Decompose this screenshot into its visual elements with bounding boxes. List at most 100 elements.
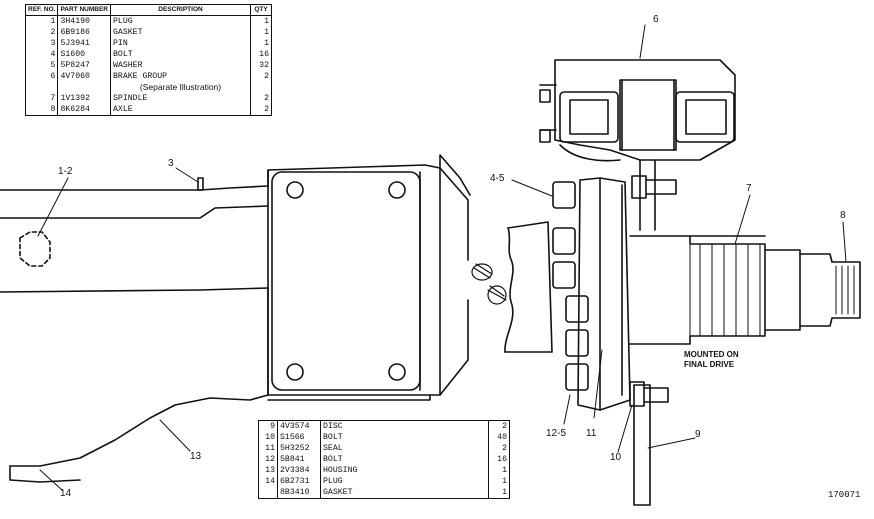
description-cell: DISC bbox=[320, 421, 489, 432]
ref-no-cell: 6 bbox=[26, 71, 59, 82]
leader-lines bbox=[37, 24, 847, 491]
part-number-cell bbox=[57, 82, 111, 93]
brake-group bbox=[539, 59, 736, 231]
qty-cell: 16 bbox=[259, 50, 269, 59]
bolt-stack-left bbox=[552, 181, 589, 391]
ref-no-cell: 4 bbox=[26, 49, 59, 60]
callout-8: 8 bbox=[840, 210, 846, 221]
qty-cell: 40 bbox=[497, 433, 507, 442]
part-number-cell: 8B3410 bbox=[277, 487, 321, 498]
brake-studs bbox=[539, 89, 551, 143]
pin-part bbox=[197, 177, 204, 191]
callout-4-5: 4-5 bbox=[490, 173, 505, 184]
part-number-cell: 4V7060 bbox=[57, 71, 111, 82]
part-number-cell: 5H3252 bbox=[277, 443, 321, 454]
callout-10: 10 bbox=[610, 452, 622, 463]
part-number-cell: 5B841 bbox=[277, 454, 321, 465]
flange-bolt-heads bbox=[286, 181, 406, 381]
qty-cell: 2 bbox=[264, 94, 269, 103]
qty-cell: 2 bbox=[264, 72, 269, 81]
qty-cell: 1 bbox=[264, 17, 269, 26]
description-cell: HOUSING bbox=[320, 465, 489, 476]
description-cell: PLUG bbox=[320, 476, 489, 487]
qty-cell: 1 bbox=[502, 488, 507, 497]
description-cell: BOLT bbox=[320, 454, 489, 465]
callout-3: 3 bbox=[168, 158, 174, 169]
qty-cell: 1 bbox=[264, 39, 269, 48]
ref-no-cell: 13 bbox=[259, 465, 278, 476]
ref-no-cell: 10 bbox=[259, 432, 278, 443]
description-cell: BOLT bbox=[320, 432, 489, 443]
qty-cell: 2 bbox=[264, 105, 269, 114]
qty-cell: 32 bbox=[259, 61, 269, 70]
qty-cell: 1 bbox=[502, 466, 507, 475]
part-number-cell: S1566 bbox=[277, 432, 321, 443]
ref-no-cell bbox=[26, 82, 59, 93]
part-number-cell: 6B9186 bbox=[57, 27, 111, 38]
callout-13: 13 bbox=[190, 451, 202, 462]
description-header: DESCRIPTION bbox=[110, 5, 251, 16]
description-cell: PLUG bbox=[110, 15, 251, 27]
qty-cell: 2 bbox=[502, 422, 507, 431]
ref-no-cell: 1 bbox=[26, 15, 59, 27]
callout-14: 14 bbox=[60, 488, 72, 499]
part-number-cell: S1600 bbox=[57, 49, 111, 60]
ref-no-cell: 7 bbox=[26, 93, 59, 104]
description-cell: BRAKE GROUP bbox=[110, 71, 251, 82]
description-cell: GASKET bbox=[320, 487, 489, 498]
housing-flange bbox=[267, 167, 469, 396]
description-cell: SPINDLE bbox=[110, 93, 251, 104]
mounted-note-line2: FINAL DRIVE bbox=[684, 360, 735, 369]
ref-no-cell bbox=[259, 487, 278, 498]
description-cell: SEAL bbox=[320, 443, 489, 454]
part-number-cell: 2V3384 bbox=[277, 465, 321, 476]
description-cell: BOLT bbox=[110, 49, 251, 60]
parts-note-row: (Separate Illustration) bbox=[26, 82, 271, 93]
break-hatches bbox=[471, 263, 507, 305]
upper-bolt bbox=[631, 175, 677, 199]
callout-7: 7 bbox=[746, 183, 752, 194]
callout-1-2: 1-2 bbox=[58, 166, 73, 177]
spindle-body bbox=[629, 235, 801, 345]
qty-cell: 2 bbox=[502, 444, 507, 453]
part-number-cell: 5P8247 bbox=[57, 60, 111, 71]
ref-no-cell: 11 bbox=[259, 443, 278, 454]
qty-cell: 16 bbox=[497, 455, 507, 464]
ref-no-cell: 12 bbox=[259, 454, 278, 465]
part-number-cell: 6B2731 bbox=[277, 476, 321, 487]
part-number-cell: 1V1392 bbox=[57, 93, 111, 104]
qty-cell bbox=[251, 82, 272, 93]
callout-6: 6 bbox=[653, 14, 659, 25]
mounted-note-line1: MOUNTED ON bbox=[684, 350, 739, 359]
ref-no-cell: 3 bbox=[26, 38, 59, 49]
ref-no-cell: 8 bbox=[26, 104, 59, 115]
mounted-note: MOUNTED ON FINAL DRIVE bbox=[684, 350, 739, 370]
description-cell: AXLE bbox=[110, 104, 251, 115]
figure-number: 170071 bbox=[828, 490, 861, 500]
part-number-header: PART NUMBER bbox=[57, 5, 111, 16]
ref-no-cell: 5 bbox=[26, 60, 59, 71]
ref-no-header: REF. NO. bbox=[26, 5, 59, 16]
callout-12-5: 12-5 bbox=[546, 428, 567, 439]
callout-9: 9 bbox=[695, 429, 701, 440]
separate-illustration-note: (Separate Illustration) bbox=[110, 82, 251, 93]
